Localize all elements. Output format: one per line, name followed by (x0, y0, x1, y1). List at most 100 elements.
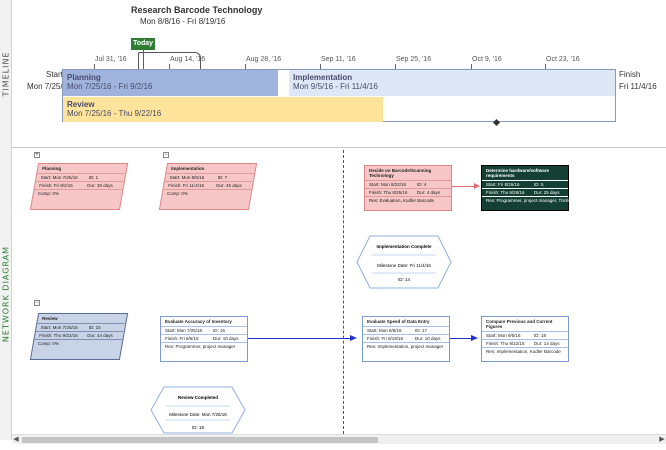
node-dur: Dur: 10 days (415, 336, 441, 341)
link-arrow-icon (474, 183, 480, 189)
timeline-bar-planning[interactable]: Planning Mon 7/25/16 - Fri 9/2/16 (63, 70, 278, 96)
node-review-completed[interactable]: Review Completed Milestone Date: Mon 7/2… (150, 386, 246, 434)
link-arrow-icon (350, 335, 357, 341)
network-side-label: NETWORK DIAGRAM (0, 148, 12, 440)
node-implementation-complete[interactable]: Implementation Complete Milestone Date: … (356, 235, 452, 289)
finish-date: Fri 11/4/16 (619, 82, 657, 91)
node-evaluate-speed[interactable]: Evaluate Speed of Data Entry Start: Mon … (362, 316, 450, 362)
scrollbar-thumb[interactable] (22, 437, 378, 443)
node-compare-figures[interactable]: Compare Previous and Current Figures Sta… (481, 316, 569, 362)
tick-mark (94, 64, 95, 69)
node-decide-barcode[interactable]: Decide on Barcode/Scanning Technology St… (364, 165, 452, 211)
node-start: Start: Mon 9/5/16 (169, 175, 205, 180)
node-title: Review (42, 316, 58, 321)
node-comp: Comp: 0% (162, 189, 251, 197)
node-dur: Dur: 45 days (216, 183, 242, 188)
node-evaluate-accuracy[interactable]: Evaluate Accuracy of Inventory Start: Mo… (160, 316, 248, 362)
bar-implementation-dates: Mon 9/5/16 - Fri 11/4/16 (293, 82, 378, 91)
start-date: Mon 7/25/16 (27, 82, 72, 91)
node-dur: Dur: 25 days (534, 190, 560, 195)
link-arrow-icon (471, 335, 478, 341)
node-title: Planning (42, 166, 62, 171)
timeline-bar-review[interactable]: Review Mon 7/25/16 - Thu 9/22/16 (63, 97, 383, 122)
collapse-toggle-planning[interactable]: + (34, 152, 40, 158)
node-title: Evaluate Speed of Data Entry (367, 319, 430, 324)
tick-label: Oct 9, '16 (472, 56, 502, 63)
hexagon-shape (150, 386, 246, 434)
node-dur: Dur: 10 days (213, 336, 239, 341)
node-id: ID: 15 (88, 325, 101, 330)
link-line (450, 338, 472, 339)
node-id: ID: 16 (213, 328, 226, 333)
node-start: Start: Mon 7/25/16 (40, 175, 78, 180)
node-dur: Dur: 14 days (534, 341, 560, 346)
node-dur: Dur: 30 days (87, 183, 113, 188)
node-start: Start: Mon 8/8/16 (367, 328, 402, 333)
timeline-panel: TIMELINE Research Barcode Technology Mon… (0, 0, 666, 148)
node-title: Determine hardware/software requirements (486, 168, 550, 178)
tick-mark (245, 64, 246, 69)
timeline-bar-implementation[interactable]: Implementation Mon 9/5/16 - Fri 11/4/16 (289, 70, 615, 96)
project-dates: Mon 8/8/16 - Fri 8/19/16 (140, 17, 226, 26)
link-line (248, 338, 352, 339)
node-title: Decide on Barcode/Scanning Technology (369, 168, 432, 178)
today-marker[interactable]: Today (131, 38, 155, 50)
node-res: Res: Evaluation, Kudler Barcode (365, 196, 451, 204)
node-start: Start: Mon 7/25/16 (40, 325, 78, 330)
node-start: Start: Mon 7/25/16 (165, 328, 203, 333)
node-title: Review Completed (177, 395, 218, 400)
horizontal-scrollbar[interactable]: ◀ ▶ (12, 434, 666, 444)
collapse-toggle-implementation[interactable]: − (163, 152, 169, 158)
start-label: Start (46, 70, 63, 79)
scroll-right-icon[interactable]: ▶ (659, 436, 665, 443)
node-dur: Dur: 44 days (87, 333, 113, 338)
node-comp: Comp: 0% (33, 339, 122, 347)
finish-label: Finish (619, 70, 641, 79)
tick-label: Aug 14, '16 (170, 56, 206, 63)
node-title: Evaluate Accuracy of Inventory (165, 319, 232, 324)
node-finish: Finish: Fri 8/5/16 (165, 336, 199, 341)
node-title: Implementation (171, 166, 205, 171)
bar-review-name: Review (67, 100, 95, 109)
node-start: Start: Fri 8/26/16 (486, 182, 520, 187)
node-id: ID: 1 (88, 175, 99, 180)
node-comp: Comp: 0% (33, 189, 122, 197)
node-id: ID: 4 (417, 182, 427, 187)
scroll-left-icon[interactable]: ◀ (13, 436, 19, 443)
node-start: Start: Mon 8/22/16 (369, 182, 407, 187)
bar-implementation-name: Implementation (293, 73, 353, 82)
node-dur: Dur: 4 days (417, 190, 441, 195)
timeline-side-label: TIMELINE (0, 0, 12, 148)
tick-label: Sep 11, '16 (321, 56, 356, 63)
tick-label: Sep 25, '16 (396, 56, 432, 63)
tick-mark (395, 64, 396, 69)
node-res: Res: Implementation, project manager (363, 342, 449, 350)
project-callout-bracket (138, 52, 201, 69)
node-title: Compare Previous and Current Figures (486, 319, 553, 329)
node-review[interactable]: Review Start: Mon 7/25/16 ID: 15 Finish: … (29, 313, 129, 360)
node-start: Start: Mon 9/5/16 (486, 333, 521, 338)
node-id: ID: 14 (397, 277, 410, 282)
bar-planning-name: Planning (67, 73, 101, 82)
node-finish: Finish: Thu 8/25/16 (369, 190, 408, 195)
tick-mark (471, 64, 472, 69)
link-line (452, 186, 476, 187)
node-finish: Finish: Thu 9/22/16 (39, 333, 78, 338)
tick-label: Jul 31, '16 (95, 56, 127, 63)
node-determine-requirements[interactable]: Determine hardware/software requirements… (481, 165, 573, 211)
hexagon-shape (356, 235, 452, 289)
node-id: ID: 17 (415, 328, 428, 333)
node-title: Implementation Complete (376, 244, 432, 249)
node-finish: Finish: Fri 11/4/16 (168, 183, 204, 188)
collapse-toggle-review[interactable]: − (34, 300, 40, 306)
tick-mark (320, 64, 321, 69)
node-finish: Finish: Thu 9/22/16 (486, 341, 525, 346)
node-finish: Finish: Thu 9/29/16 (486, 190, 525, 195)
node-milestone-date: Milestone Date: Mon 7/25/16 (169, 412, 227, 417)
tick-label: Oct 23, '16 (546, 56, 580, 63)
node-finish: Finish: Fri 8/19/16 (367, 336, 404, 341)
page-break-line (343, 150, 344, 434)
bar-planning-dates: Mon 7/25/16 - Fri 9/2/16 (67, 82, 153, 91)
